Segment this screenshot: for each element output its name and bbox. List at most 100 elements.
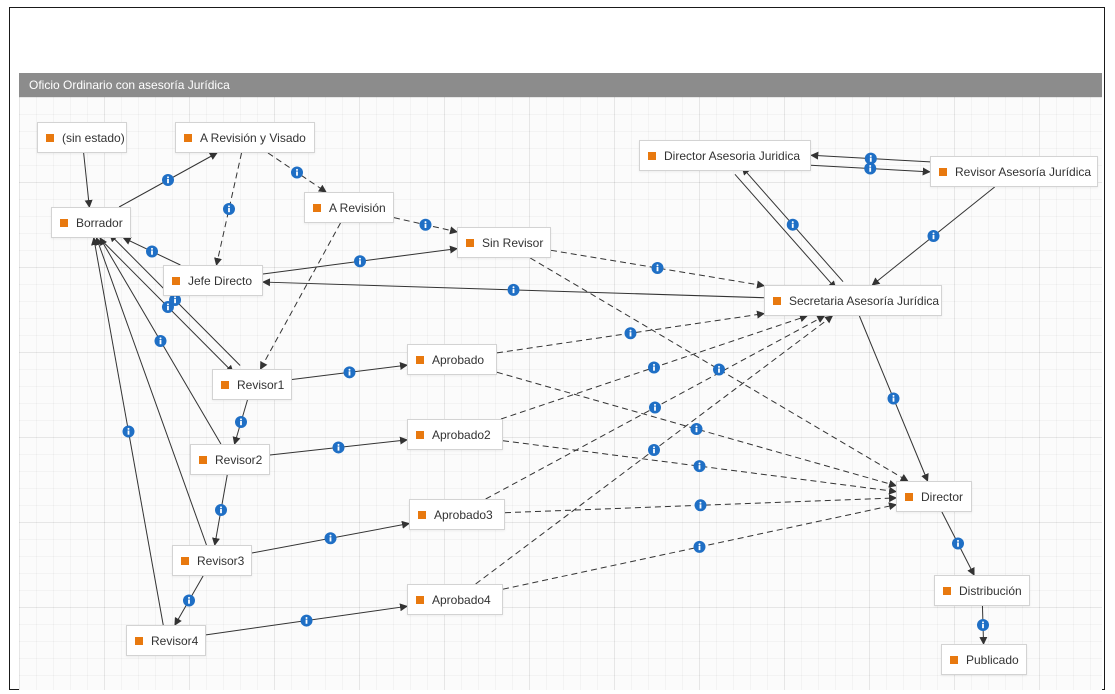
state-revisor4[interactable]: Revisor4 [126, 625, 206, 656]
info-circle-icon[interactable] [693, 460, 706, 473]
state-label: Secretaria Asesoría Jurídica [789, 293, 940, 308]
info-circle-icon[interactable] [183, 594, 195, 607]
info-circle-icon[interactable] [649, 401, 661, 414]
state-marker-icon [221, 380, 229, 389]
state-sin-estado[interactable]: (sin estado) [37, 122, 127, 153]
info-circle-icon[interactable] [291, 166, 303, 179]
state-marker-icon [46, 133, 54, 142]
state-marker-icon [135, 636, 143, 645]
info-circle-icon[interactable] [235, 416, 247, 428]
info-circle-icon[interactable] [215, 504, 227, 516]
transition-a_revision-to-revisor1[interactable] [260, 222, 341, 370]
state-marker-icon [172, 276, 180, 285]
state-a-revision-visado[interactable]: A Revisión y Visado [175, 122, 315, 153]
info-circle-icon[interactable] [624, 327, 637, 340]
state-revisor-asesoria-juridica[interactable]: Revisor Asesoría Jurídica [930, 156, 1098, 187]
transition-a_revision_visado-to-jefe_directo[interactable] [214, 152, 243, 266]
state-label: Aprobado2 [432, 427, 491, 442]
state-label: Revisor1 [237, 377, 285, 392]
transition-aprobado2-to-director[interactable] [502, 440, 897, 495]
info-circle-icon[interactable] [864, 162, 877, 175]
state-label: Revisor Asesoría Jurídica [955, 164, 1092, 179]
state-marker-icon [648, 151, 656, 160]
state-label: Distribución [959, 583, 1022, 598]
state-marker-icon [416, 355, 424, 364]
state-label: Aprobado4 [432, 592, 491, 607]
state-label: Revisor4 [151, 633, 199, 648]
info-circle-icon[interactable] [354, 255, 366, 268]
state-marker-icon [60, 218, 68, 227]
state-label: A Revisión [329, 200, 386, 215]
state-aprobado4[interactable]: Aprobado4 [407, 584, 503, 615]
state-secretaria-asesoria-juridica[interactable]: Secretaria Asesoría Jurídica [764, 285, 942, 316]
info-circle-icon[interactable] [648, 361, 660, 374]
info-circle-icon[interactable] [324, 532, 337, 545]
state-borrador[interactable]: Borrador [51, 207, 131, 238]
state-label: Aprobado [432, 352, 485, 367]
info-circle-icon[interactable] [927, 230, 940, 242]
info-circle-icon[interactable] [977, 619, 989, 631]
info-circle-icon[interactable] [887, 392, 900, 405]
state-revisor1[interactable]: Revisor1 [212, 369, 292, 400]
info-circle-icon[interactable] [300, 614, 313, 627]
state-label: Revisor3 [197, 553, 245, 568]
state-jefe-directo[interactable]: Jefe Directo [163, 265, 263, 296]
info-circle-icon[interactable] [651, 262, 664, 275]
state-aprobado[interactable]: Aprobado [407, 344, 497, 375]
transition-revisor3-to-borrador[interactable] [95, 237, 207, 546]
info-circle-icon[interactable] [332, 441, 345, 454]
info-circle-icon[interactable] [952, 537, 964, 550]
state-distribucion[interactable]: Distribución [934, 575, 1030, 606]
transition-director_asesoria-to-secretaria_asesoria[interactable] [734, 173, 837, 290]
state-label: Revisor2 [215, 452, 263, 467]
state-label: Aprobado3 [434, 507, 493, 522]
info-circle-icon[interactable] [343, 366, 356, 379]
transition-sin_revisor-to-secretaria_asesoria[interactable] [550, 249, 765, 289]
transition-sin_estado-to-borrador[interactable] [83, 152, 93, 208]
state-label: Jefe Directo [188, 273, 253, 288]
state-marker-icon [313, 203, 321, 212]
info-circle-icon[interactable] [154, 335, 167, 347]
state-sin-revisor[interactable]: Sin Revisor [457, 227, 551, 258]
state-director[interactable]: Director [896, 481, 972, 512]
state-marker-icon [950, 655, 958, 664]
state-marker-icon [416, 595, 424, 604]
state-label: Director [921, 489, 964, 504]
workflow-panel: Oficio Ordinario con asesoría Jurídica (… [19, 73, 1102, 690]
info-circle-icon[interactable] [223, 203, 235, 215]
state-publicado[interactable]: Publicado [941, 644, 1027, 675]
info-circle-icon[interactable] [713, 363, 725, 376]
state-revisor2[interactable]: Revisor2 [190, 444, 270, 475]
info-circle-icon[interactable] [122, 425, 135, 438]
state-label: A Revisión y Visado [200, 130, 306, 145]
info-badge-layer [122, 152, 989, 631]
state-a-revision[interactable]: A Revisión [304, 192, 394, 223]
info-circle-icon[interactable] [648, 444, 660, 456]
transition-sin_revisor-to-director[interactable] [529, 257, 909, 482]
state-aprobado3[interactable]: Aprobado3 [409, 499, 505, 530]
info-circle-icon[interactable] [419, 218, 432, 231]
state-marker-icon [418, 510, 426, 519]
state-marker-icon [905, 492, 913, 501]
transition-aprobado-to-director[interactable] [496, 371, 897, 488]
info-circle-icon[interactable] [162, 174, 174, 186]
state-label: (sin estado) [62, 130, 125, 145]
workflow-diagram [83, 151, 995, 645]
state-marker-icon [939, 167, 947, 176]
info-circle-icon[interactable] [693, 540, 706, 553]
state-director-asesoria-juridica[interactable]: Director Asesoria Juridica [639, 140, 811, 171]
info-circle-icon[interactable] [507, 283, 520, 296]
info-circle-icon[interactable] [146, 245, 158, 258]
info-circle-icon[interactable] [169, 293, 182, 306]
info-circle-icon[interactable] [694, 499, 707, 512]
info-circle-icon[interactable] [864, 152, 877, 165]
state-marker-icon [416, 430, 424, 439]
state-aprobado2[interactable]: Aprobado2 [407, 419, 503, 450]
state-marker-icon [184, 133, 192, 142]
state-revisor3[interactable]: Revisor3 [172, 545, 252, 576]
info-circle-icon[interactable] [786, 218, 799, 231]
info-circle-icon[interactable] [690, 422, 703, 435]
state-label: Publicado [966, 652, 1019, 667]
state-label: Borrador [76, 215, 123, 230]
state-marker-icon [199, 455, 207, 464]
